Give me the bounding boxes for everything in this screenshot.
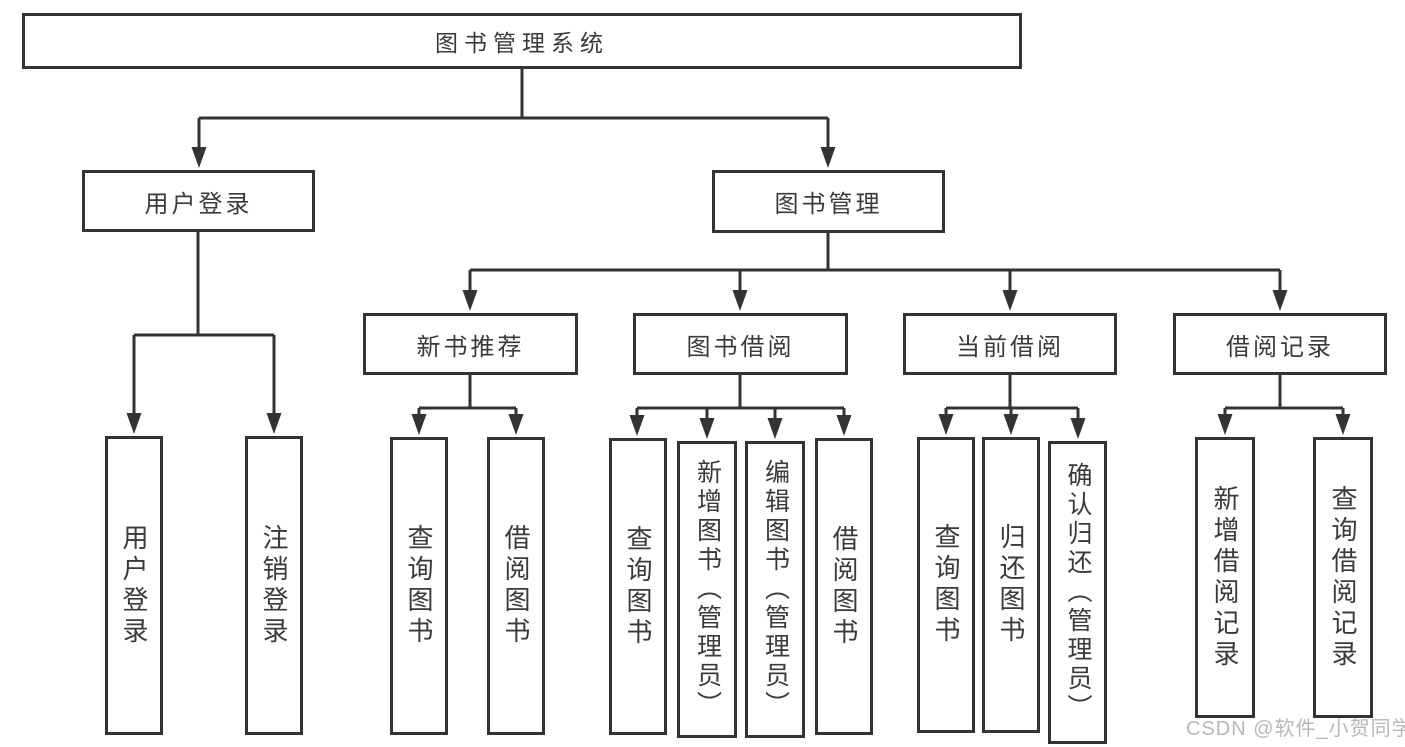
node-current-borrow: 当前借阅: [903, 313, 1117, 375]
arrowheads-user-login-children: [126, 413, 282, 434]
leaf-return-book-label: 归还图书: [996, 523, 1026, 647]
connector-current-borrow-children: [944, 375, 1080, 419]
connector-book-borrow-children: [635, 375, 846, 419]
node-user-login-label: 用户登录: [144, 190, 253, 218]
leaf-user-login: 用户登录: [105, 436, 163, 735]
leaf-confirm-return-admin-label: 确认归还（管理员）: [1064, 462, 1092, 723]
arrowheads-level2: [191, 147, 836, 168]
node-borrow-records-label: 借阅记录: [1226, 333, 1334, 361]
leaf-query-borrow-record-label: 查询借阅记录: [1328, 484, 1358, 671]
leaf-recommend-borrow-book: 借阅图书: [487, 437, 545, 735]
connector-borrow-records-children: [1223, 375, 1345, 415]
node-book-borrow: 图书借阅: [633, 313, 848, 375]
leaf-query-borrow-record: 查询借阅记录: [1313, 437, 1373, 718]
arrowheads-current-borrow-children: [938, 414, 1086, 439]
arrowheads-book-mgmt-children: [462, 290, 1288, 311]
connector-new-book-children: [417, 375, 518, 415]
node-book-mgmt-label: 图书管理: [774, 191, 883, 218]
arrowheads-book-borrow-children: [629, 415, 852, 439]
connector-user-login-children: [132, 232, 276, 414]
leaf-recommend-query-book-label: 查询图书: [404, 524, 434, 648]
leaf-borrow-book: 借阅图书: [815, 438, 873, 735]
leaf-borrow-query-book: 查询图书: [609, 438, 667, 735]
leaf-borrow-query-book-label: 查询图书: [623, 524, 653, 649]
connector-book-mgmt-children: [468, 233, 1282, 291]
leaf-current-query-book: 查询图书: [917, 437, 975, 733]
leaf-edit-book-admin: 编辑图书（管理员）: [745, 441, 805, 738]
arrowheads-new-book-children: [411, 414, 524, 435]
leaf-return-book: 归还图书: [982, 437, 1040, 733]
leaf-recommend-query-book: 查询图书: [390, 437, 448, 735]
connector-root-to-level2: [197, 69, 830, 148]
node-new-book-recommend-label: 新书推荐: [416, 333, 525, 361]
node-root-system: 图书管理系统: [22, 13, 1022, 69]
node-book-borrow-label: 图书借阅: [686, 333, 795, 361]
leaf-edit-book-admin-label: 编辑图书（管理员）: [761, 459, 790, 720]
leaf-add-borrow-record: 新增借阅记录: [1195, 437, 1255, 718]
node-book-mgmt: 图书管理: [712, 170, 945, 233]
leaf-recommend-borrow-book-label: 借阅图书: [501, 524, 531, 648]
leaf-add-book-admin: 新增图书（管理员）: [677, 441, 737, 738]
leaf-add-book-admin-label: 新增图书（管理员）: [693, 459, 722, 720]
node-current-borrow-label: 当前借阅: [956, 333, 1064, 361]
node-root-system-label: 图书管理系统: [435, 30, 609, 56]
leaf-logout-label: 注销登录: [259, 523, 289, 648]
arrowheads-borrow-records-children: [1217, 414, 1351, 435]
leaf-add-borrow-record-label: 新增借阅记录: [1210, 484, 1240, 671]
csdn-watermark: CSDN @软件_小贺同学: [1186, 718, 1405, 740]
node-user-login: 用户登录: [82, 170, 315, 232]
leaf-logout: 注销登录: [245, 436, 303, 735]
node-new-book-recommend: 新书推荐: [363, 313, 578, 375]
leaf-user-login-label: 用户登录: [119, 523, 149, 648]
leaf-borrow-book-label: 借阅图书: [829, 524, 859, 649]
leaf-confirm-return-admin: 确认归还（管理员）: [1048, 441, 1107, 744]
node-borrow-records: 借阅记录: [1173, 313, 1387, 375]
leaf-current-query-book-label: 查询图书: [931, 523, 961, 647]
